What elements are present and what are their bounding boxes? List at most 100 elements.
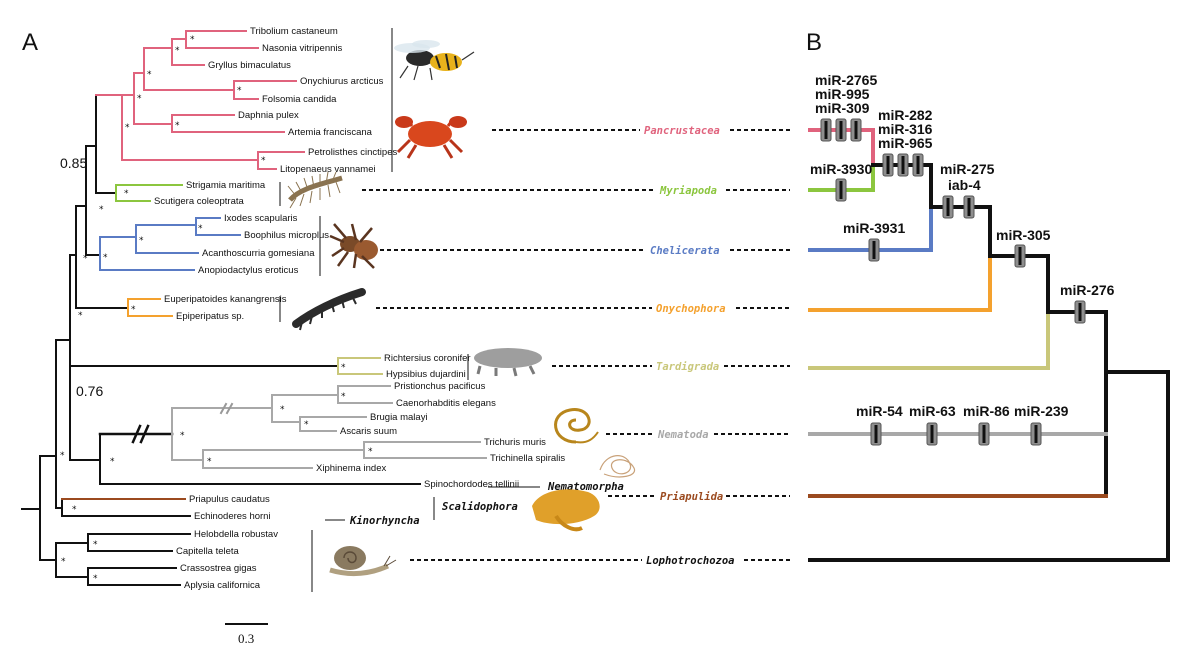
node-star: *: [72, 505, 77, 515]
taxon-label: Acanthoscurria gomesiana: [202, 248, 315, 259]
node-star: *: [125, 123, 130, 133]
taxon-label: Brugia malayi: [370, 412, 428, 423]
mirna-marker: [870, 422, 882, 446]
node-star: *: [341, 392, 346, 402]
clade-label-tardigrada: Tardigrada: [656, 361, 719, 373]
taxon-label: Gryllus bimaculatus: [208, 60, 291, 71]
support-stars: * * * * * * * * * * * * * * * * * * * * …: [60, 35, 373, 584]
mirna-markers: [820, 118, 1086, 446]
taxon-label: Strigamia maritima: [186, 180, 266, 191]
taxon-label: Pristionchus pacificus: [394, 381, 486, 392]
clade-label-pancrustacea: Pancrustacea: [644, 125, 720, 137]
mirna-label: miR-965: [878, 135, 933, 151]
panel-label-b: B: [806, 29, 822, 56]
taxon-label: Spinochordodes tellinii: [424, 479, 519, 490]
node-star: *: [61, 557, 66, 567]
centipede-illustration: [287, 171, 343, 209]
mirna-marker: [912, 153, 924, 177]
taxon-label: Euperipatoides kanangrensis: [164, 294, 287, 305]
taxon-label: Epiperipatus sp.: [176, 311, 244, 322]
clade-label-onychophora: Onychophora: [656, 303, 726, 315]
node-star: *: [93, 574, 98, 584]
node-star: *: [93, 540, 98, 550]
mirna-label: miR-995: [815, 86, 870, 102]
mirna-marker: [835, 178, 847, 202]
mirna-label: miR-3930: [810, 161, 872, 177]
node-star: *: [180, 431, 185, 441]
taxon-label: Folsomia candida: [262, 94, 337, 105]
group-brackets: [279, 28, 540, 592]
taxon-label: Hypsibius dujardini: [386, 369, 466, 380]
tardigrade-illustration: [474, 348, 542, 377]
mirna-label: miR-239: [1014, 403, 1069, 419]
clade-label-lophotrochozoa: Lophotrochozoa: [646, 555, 735, 567]
node-star: *: [175, 46, 180, 56]
velvet-worm-illustration: [292, 288, 366, 331]
mirna-marker: [1074, 300, 1086, 324]
clade-label-myriapoda: Myriapoda: [659, 185, 717, 197]
mirna-marker: [942, 195, 954, 219]
node-star: *: [190, 35, 195, 45]
node-star: *: [175, 121, 180, 131]
support-value-pancrustacea: 0.85: [60, 155, 87, 171]
taxon-label: Helobdella robustav: [194, 529, 278, 540]
mirna-marker: [926, 422, 938, 446]
mirna-marker: [978, 422, 990, 446]
node-star: *: [99, 205, 104, 215]
node-star: *: [78, 311, 83, 321]
taxon-label: Caenorhabditis elegans: [396, 398, 496, 409]
clade-label-scalidophora: Scalidophora: [442, 501, 518, 513]
mirna-label: miR-54: [856, 403, 903, 419]
mirna-label: miR-275: [940, 161, 995, 177]
mirna-marker: [963, 195, 975, 219]
mirna-label: miR-276: [1060, 282, 1115, 298]
node-star: *: [147, 70, 152, 80]
node-star: *: [139, 236, 144, 246]
wasp-illustration: [394, 40, 475, 81]
taxon-label: Scutigera coleoptrata: [154, 196, 244, 207]
taxon-label: Trichinella spiralis: [490, 453, 565, 464]
scale-bar-label: 0.3: [238, 631, 254, 646]
node-star: *: [207, 457, 212, 467]
node-star: *: [124, 189, 129, 199]
mirna-marker: [835, 118, 847, 142]
taxon-label: Trichuris muris: [484, 437, 546, 448]
node-star: *: [83, 254, 88, 264]
mirna-marker: [1030, 422, 1042, 446]
mirna-marker: [850, 118, 862, 142]
taxon-label: Litopenaeus vannamei: [280, 164, 376, 175]
taxon-label: Priapulus caudatus: [189, 494, 270, 505]
node-star: *: [131, 305, 136, 315]
mirna-label: miR-316: [878, 121, 933, 137]
node-star: *: [237, 86, 242, 96]
taxon-label: Onychiurus arcticus: [300, 76, 384, 87]
taxon-label: Ascaris suum: [340, 426, 397, 437]
taxon-label: Ixodes scapularis: [224, 213, 298, 224]
node-star: *: [103, 253, 108, 263]
node-star: *: [280, 405, 285, 415]
taxon-label: Tribolium castaneum: [250, 26, 338, 37]
clade-label-nematoda: Nematoda: [657, 429, 709, 441]
taxon-label: Daphnia pulex: [238, 110, 299, 121]
mirna-marker: [820, 118, 832, 142]
clade-labels: Pancrustacea Myriapoda Chelicerata Onych…: [349, 125, 790, 567]
taxon-label: Echinoderes horni: [194, 511, 271, 522]
taxon-label: Richtersius coronifer: [384, 353, 471, 364]
taxon-label: Artemia franciscana: [288, 127, 373, 138]
mirna-label: miR-305: [996, 227, 1051, 243]
panel-label-a: A: [22, 29, 38, 56]
mirna-marker: [868, 238, 880, 262]
mirna-marker: [1014, 244, 1026, 268]
mirna-cladogram: [808, 128, 1170, 562]
node-star: *: [304, 420, 309, 430]
taxon-label: Boophilus microplus: [244, 230, 329, 241]
clade-label-priapulida: Priapulida: [660, 491, 723, 503]
mirna-label: iab-4: [948, 177, 981, 193]
taxon-label: Xiphinema index: [316, 463, 386, 474]
node-star: *: [60, 451, 65, 461]
taxon-label: Capitella teleta: [176, 546, 240, 557]
nematode-illustration: [554, 408, 599, 444]
taxon-label: Petrolisthes cinctipes: [308, 147, 397, 158]
taxon-label: Nasonia vitripennis: [262, 43, 343, 54]
node-star: *: [368, 447, 373, 457]
